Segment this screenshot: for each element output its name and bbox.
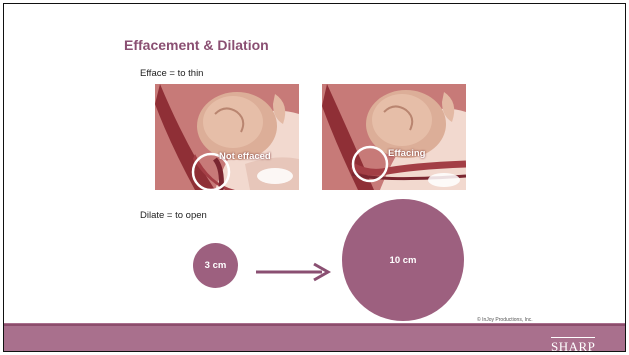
- uterus-illustration: [322, 84, 466, 190]
- slide-title: Effacement & Dilation: [124, 37, 269, 53]
- circle-label: 3 cm: [205, 260, 227, 271]
- dilate-definition: Dilate = to open: [140, 210, 207, 221]
- illustration-effacing: Effacing: [322, 84, 466, 190]
- illustration-label: Not effaced: [219, 151, 271, 162]
- arrow-right-icon: [256, 262, 334, 282]
- sharp-logo: SHARP: [551, 337, 595, 352]
- illustration-label: Effacing: [388, 148, 425, 159]
- efface-definition: Efface = to thin: [140, 68, 203, 79]
- circle-label: 10 cm: [390, 255, 417, 266]
- illustration-not-effaced: Not effaced: [155, 84, 299, 190]
- uterus-illustration: [155, 84, 299, 190]
- footer-bar: [4, 323, 626, 352]
- slide: Effacement & Dilation Efface = to thin N…: [3, 3, 626, 352]
- dilation-10cm-circle: 10 cm: [342, 199, 464, 321]
- dilation-3cm-circle: 3 cm: [193, 243, 238, 288]
- footer-divider: [4, 324, 626, 326]
